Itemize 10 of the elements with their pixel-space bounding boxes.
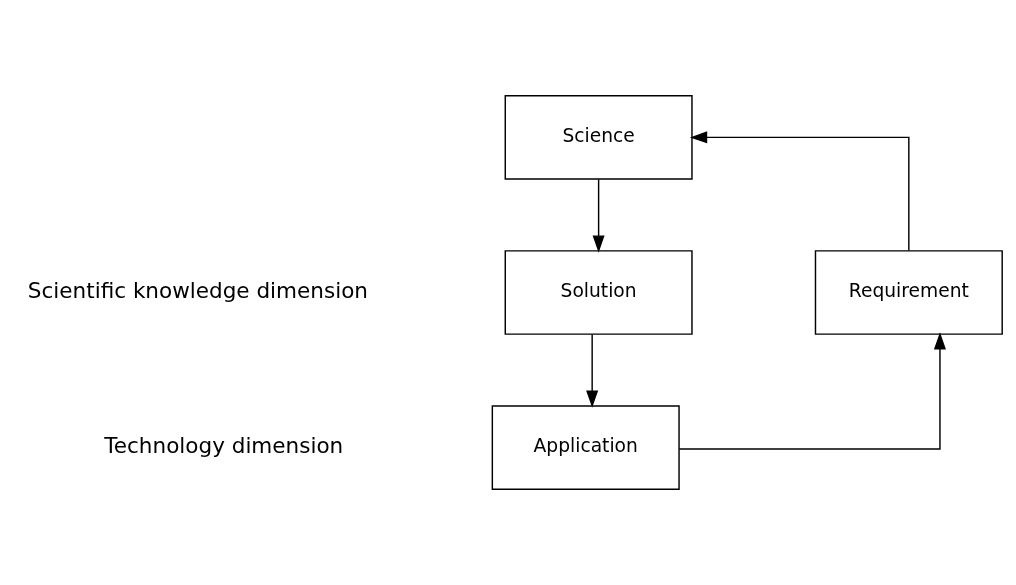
node-box: Solution <box>504 250 693 335</box>
arrow <box>678 332 946 450</box>
node-box: Requirement <box>814 250 1003 335</box>
arrow <box>592 178 605 253</box>
node-box: Science <box>504 95 693 180</box>
label: Scientific knowledge dimension <box>27 277 368 303</box>
label: Technology dimension <box>103 432 343 458</box>
node-box: Application <box>491 405 680 490</box>
arrow <box>585 333 598 408</box>
arrow <box>689 131 910 252</box>
